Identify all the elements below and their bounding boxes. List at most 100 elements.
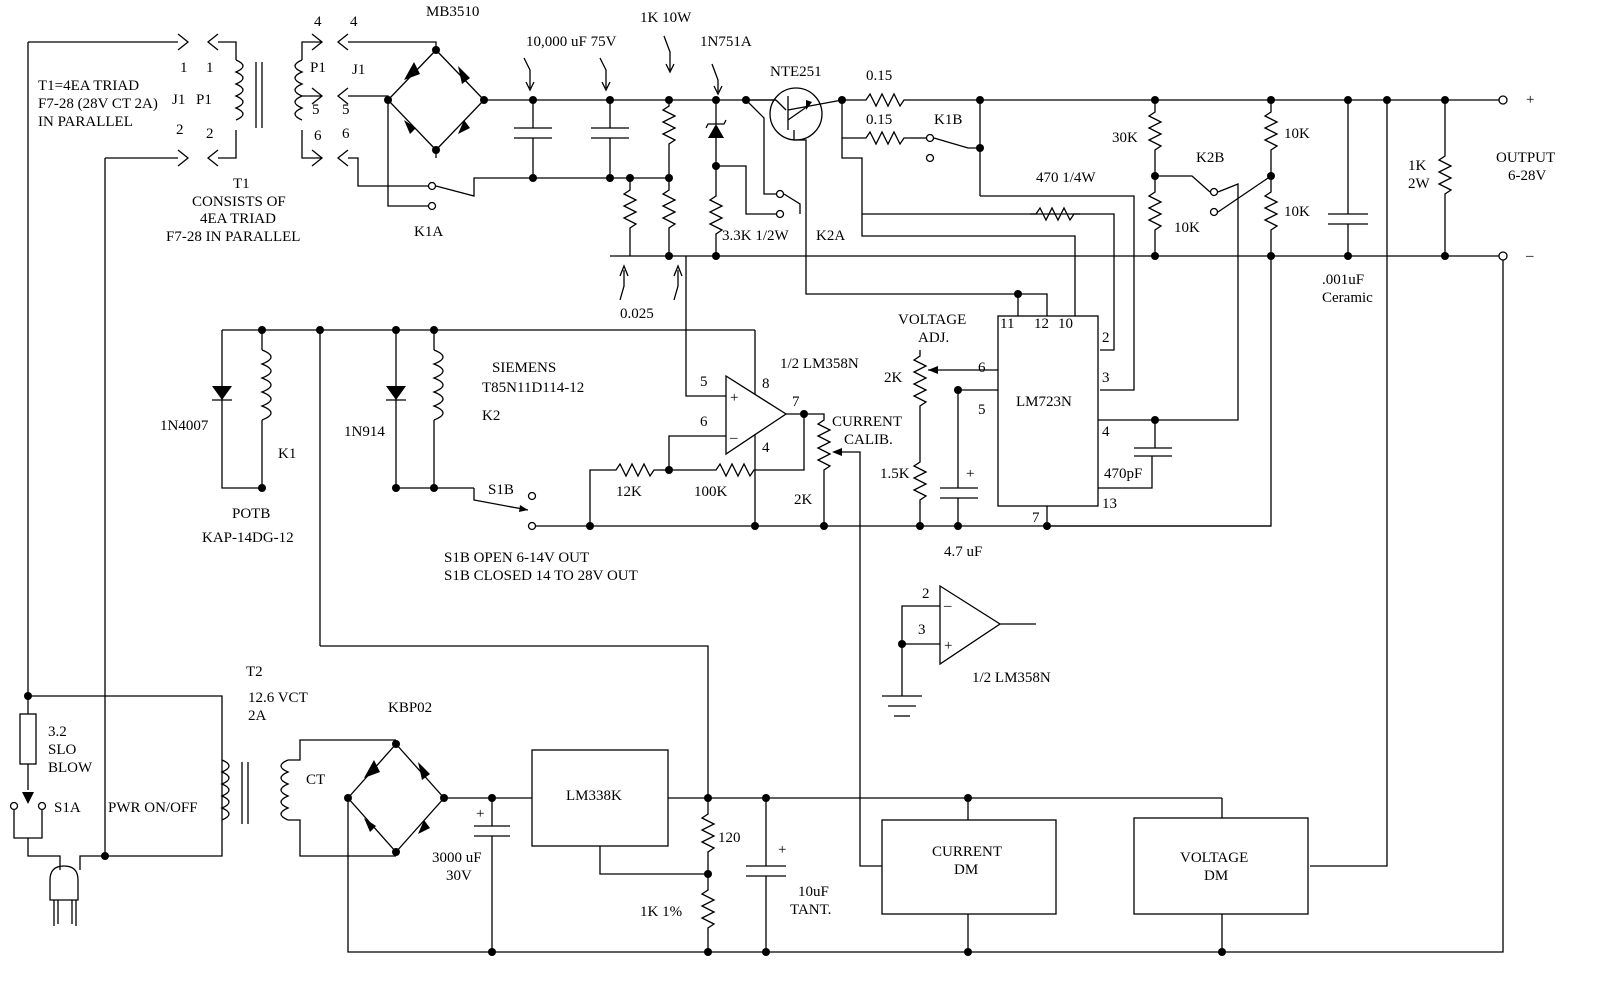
label-pin: 5 bbox=[312, 102, 320, 118]
label-opamp-minus: – bbox=[943, 598, 952, 614]
label-lm338k: LM338K bbox=[566, 788, 622, 804]
label-volt-dm: VOLTAGE bbox=[1180, 850, 1248, 866]
label-pin: 6 bbox=[342, 126, 350, 142]
label-volt-adj: VOLTAGE bbox=[898, 312, 966, 328]
control-ground-rail bbox=[586, 522, 1271, 530]
label-r2kb: 2K bbox=[794, 492, 813, 508]
label-t1-note1: T1=4EA TRIAD bbox=[38, 78, 139, 94]
label-pin: 2 bbox=[176, 122, 184, 138]
label-r10k: 10K bbox=[1284, 126, 1310, 142]
label-r15k: 1.5K bbox=[880, 466, 910, 482]
current-calib-pot bbox=[804, 413, 882, 867]
label-cur-cal: CALIB. bbox=[844, 432, 893, 448]
label-c10u: 10uF bbox=[798, 884, 829, 900]
input-connectors bbox=[28, 33, 237, 167]
label-ct: CT bbox=[306, 772, 325, 788]
label-cplus: + bbox=[778, 842, 786, 858]
label-pin: 10 bbox=[1058, 316, 1073, 332]
label-pwr: PWR ON/OFF bbox=[108, 800, 198, 816]
label-pin: 5 bbox=[978, 402, 986, 418]
label-opamp-plus: + bbox=[944, 638, 952, 654]
label-p1: P1 bbox=[196, 92, 212, 108]
label-cplus: + bbox=[476, 806, 484, 822]
label-cplus: + bbox=[966, 466, 974, 482]
label-plus: + bbox=[1526, 92, 1534, 108]
label-k1a: K1A bbox=[414, 224, 443, 240]
label-t2-volt: 12.6 VCT bbox=[248, 690, 308, 706]
ic-lm723n bbox=[928, 256, 1272, 527]
label-pin: 2 bbox=[922, 586, 930, 602]
label-t1-c3: F7-28 IN PARALLEL bbox=[166, 229, 300, 245]
label-fuse: SLO bbox=[48, 742, 77, 758]
label-c10u-type: TANT. bbox=[790, 902, 831, 918]
label-fuse: 3.2 bbox=[48, 724, 67, 740]
resistor-1k-10w bbox=[662, 35, 676, 178]
relay-contact-k1a bbox=[427, 177, 530, 211]
label-r1k10w: 1K 10W bbox=[640, 10, 692, 26]
label-r015: 0.15 bbox=[866, 112, 892, 128]
label-r10k: 10K bbox=[1284, 204, 1310, 220]
label-lm723: LM723N bbox=[1016, 394, 1072, 410]
regulator-lm338k bbox=[531, 749, 1223, 956]
capacitor-001uf bbox=[1328, 100, 1368, 260]
label-j1: J1 bbox=[172, 92, 185, 108]
label-output-range: 6-28V bbox=[1508, 168, 1546, 184]
label-pin: 6 bbox=[978, 360, 986, 376]
resistor-1k-2w bbox=[1438, 100, 1452, 260]
label-pin: 7 bbox=[792, 394, 800, 410]
positive-rail bbox=[484, 93, 1508, 107]
label-cap10000: 10,000 uF 75V bbox=[526, 34, 617, 50]
label-r2k: 2K bbox=[884, 370, 903, 386]
label-lm358: 1/2 LM358N bbox=[780, 356, 859, 372]
opamp-lm358-1 bbox=[589, 256, 808, 526]
component-labels: T1=4EA TRIAD F7-28 (28V CT 2A) IN PARALL… bbox=[38, 4, 1555, 920]
label-r12k: 12K bbox=[616, 484, 642, 500]
label-t1-note3: IN PARALLEL bbox=[38, 114, 133, 130]
label-r30k: 30K bbox=[1112, 130, 1138, 146]
label-t2: T2 bbox=[246, 664, 263, 680]
label-nte251: NTE251 bbox=[770, 64, 822, 80]
label-c3000: 3000 uF bbox=[432, 850, 482, 866]
shunt-0025 bbox=[619, 178, 683, 301]
negative-rail bbox=[347, 100, 1508, 953]
label-minus: – bbox=[1525, 248, 1534, 264]
label-pin: 5 bbox=[700, 374, 708, 390]
label-cur-dm: CURRENT bbox=[932, 844, 1002, 860]
label-cur-dm: DM bbox=[954, 862, 978, 878]
label-d1n914: 1N914 bbox=[344, 424, 385, 440]
label-siemens-part: T85N11D114-12 bbox=[482, 380, 584, 396]
label-cur-cal: CURRENT bbox=[832, 414, 902, 430]
label-t1-c1: CONSISTS OF bbox=[192, 194, 286, 210]
opamp-lm358-2 bbox=[882, 584, 1036, 717]
label-pin: 5 bbox=[342, 102, 350, 118]
label-r100k: 100K bbox=[694, 484, 728, 500]
label-s1a: S1A bbox=[54, 800, 81, 816]
label-pin: 4 bbox=[762, 440, 770, 456]
label-t2-amp: 2A bbox=[248, 708, 267, 724]
label-volt-dm: DM bbox=[1204, 868, 1228, 884]
label-r1k1: 1K 1% bbox=[640, 904, 682, 920]
label-potb: POTB bbox=[232, 506, 270, 522]
label-mb3510: MB3510 bbox=[426, 4, 479, 20]
current-dm bbox=[881, 798, 1057, 956]
voltage-dm bbox=[1133, 817, 1309, 956]
label-pin: 4 bbox=[350, 14, 358, 30]
label-k1b: K1B bbox=[934, 112, 962, 128]
label-pin: 4 bbox=[1102, 424, 1110, 440]
label-fuse: BLOW bbox=[48, 760, 93, 776]
label-r015: 0.15 bbox=[866, 68, 892, 84]
label-pin: 1 bbox=[180, 60, 188, 76]
label-c001-type: Ceramic bbox=[1322, 290, 1373, 306]
label-k2a: K2A bbox=[816, 228, 845, 244]
label-opamp-plus: + bbox=[730, 390, 738, 406]
label-t1-note2: F7-28 (28V CT 2A) bbox=[38, 96, 158, 112]
p1-connectors bbox=[311, 33, 437, 207]
label-pin: 1 bbox=[206, 60, 214, 76]
label-s1b-closed: S1B CLOSED 14 TO 28V OUT bbox=[444, 568, 638, 584]
label-c3000-volt: 30V bbox=[446, 868, 472, 884]
relay-contact-k1b bbox=[841, 100, 1135, 391]
transformer-t1 bbox=[234, 41, 322, 159]
label-pin: 7 bbox=[1032, 510, 1040, 526]
label-r0025: 0.025 bbox=[620, 306, 654, 322]
label-pin: 13 bbox=[1102, 496, 1117, 512]
